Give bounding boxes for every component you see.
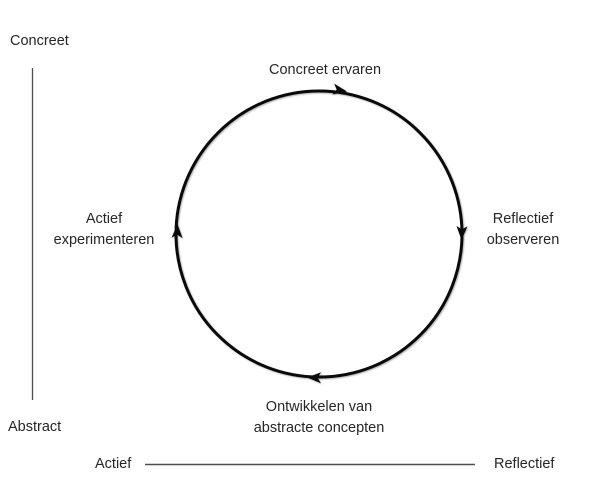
cycle-stage-left-line2: experimenteren [53,232,155,248]
cycle-stage-bottom-line1: Ontwikkelen van [265,399,373,415]
arrowhead-right-icon [456,225,468,240]
cycle-stage-bottom-line2: abstracte concepten [253,420,385,436]
cycle-ring [174,89,464,379]
cycle-stage-right-line1: Reflectief [492,211,554,227]
cycle-stage-left-line1: Actief [85,211,123,227]
arrowhead-bottom-icon [307,372,322,384]
cycle-stage-left-label: Actief experimenteren [54,209,155,251]
cycle-stage-right-line2: observeren [486,232,560,248]
horizontal-axis-right-label: Reflectief [494,456,555,472]
arrowhead-left-icon [171,224,183,239]
cycle-stage-bottom-label: Ontwikkelen van abstracte concepten [254,397,385,439]
vertical-axis-bottom-label: Abstract [8,419,62,435]
vertical-axis-top-label: Concreet [10,33,69,49]
cycle-stage-top-label: Concreet ervaren [268,62,382,78]
cycle-circle [171,83,468,384]
cycle-stage-right-label: Reflectief observeren [487,209,560,251]
arrowhead-top-icon [332,83,347,95]
horizontal-axis-left-label: Actief [95,456,132,472]
